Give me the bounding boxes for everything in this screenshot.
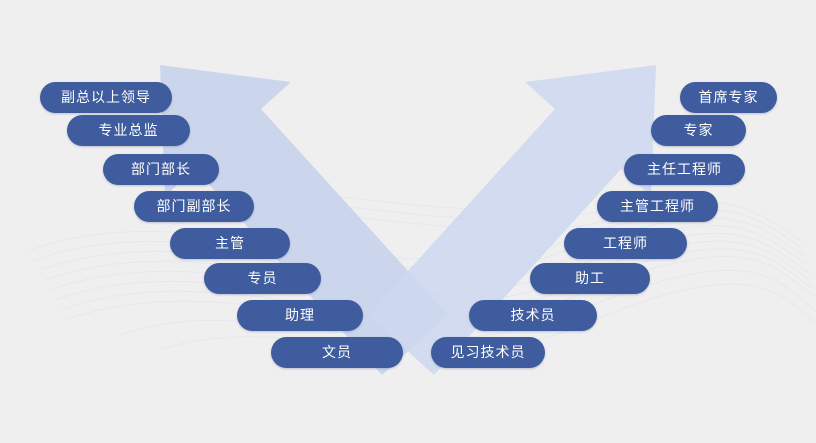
- technical-track-pill: 专家: [651, 115, 746, 146]
- left-up-arrow: [160, 65, 448, 375]
- management-track-pill: 部门副部长: [134, 191, 254, 222]
- management-track-pill: 助理: [237, 300, 363, 331]
- technical-track-pill: 助工: [530, 263, 650, 294]
- technical-track-pill: 主任工程师: [624, 154, 745, 185]
- management-track-pill: 部门部长: [103, 154, 219, 185]
- technical-track-pill: 主管工程师: [597, 191, 718, 222]
- management-track-pill: 主管: [170, 228, 290, 259]
- technical-track-pill: 技术员: [469, 300, 597, 331]
- right-up-arrow: [368, 65, 656, 375]
- technical-track-pill: 首席专家: [680, 82, 777, 113]
- management-track-pill: 专员: [204, 263, 321, 294]
- management-track-pill: 专业总监: [67, 115, 190, 146]
- management-track-pill: 文员: [271, 337, 403, 368]
- technical-track-pill: 见习技术员: [431, 337, 545, 368]
- management-track-pill: 副总以上领导: [40, 82, 172, 113]
- technical-track-pill: 工程师: [564, 228, 687, 259]
